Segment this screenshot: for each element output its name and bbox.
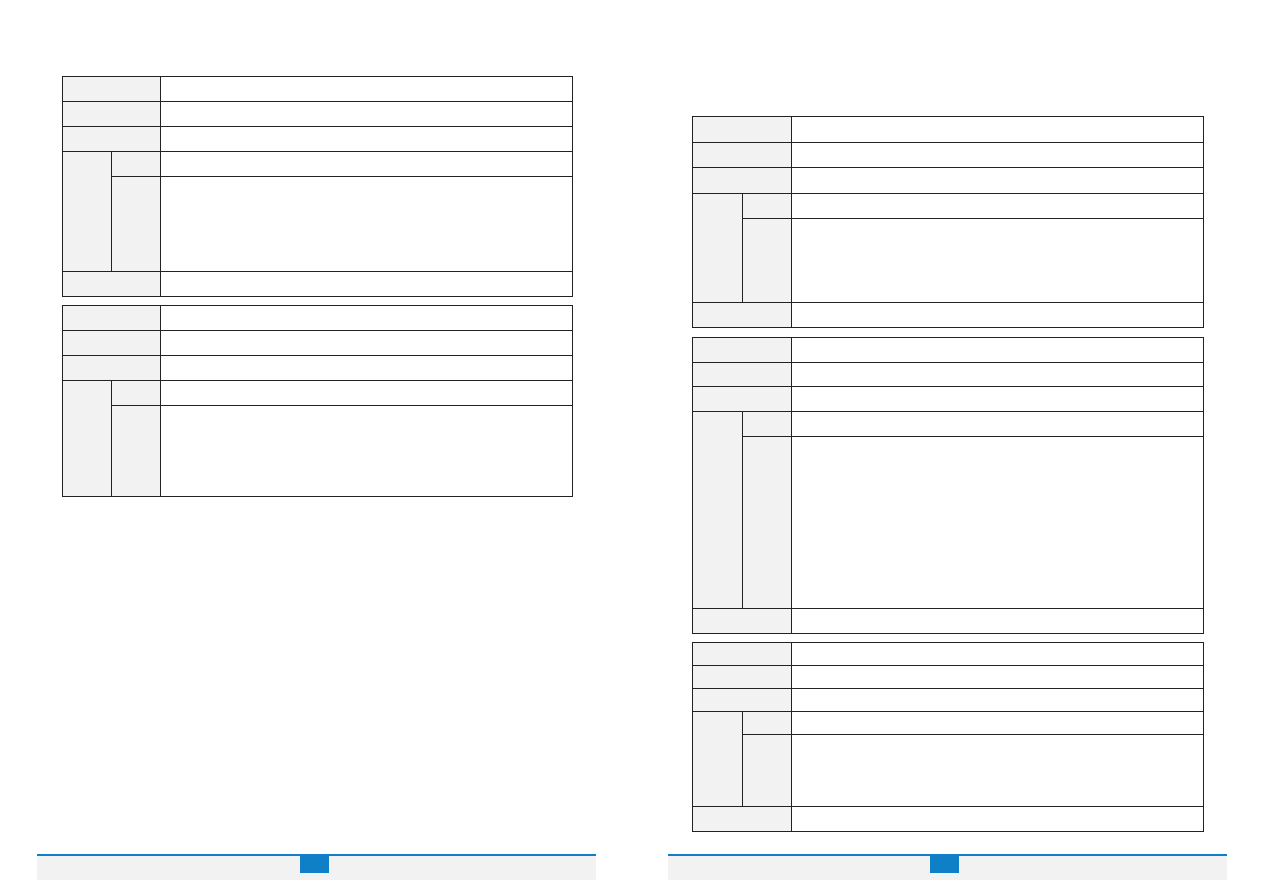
header-cell [693,117,792,143]
value-cell [161,272,572,296]
page-number-tab [930,854,959,873]
group-header-cell [63,152,112,272]
value-cell [161,356,572,381]
value-cell [161,152,572,177]
header-cell [693,168,792,194]
value-cell [161,406,572,496]
value-cell [792,609,1203,633]
value-cell [161,306,572,331]
page-footer [668,854,1227,880]
value-cell [161,381,572,406]
form-table-3 [692,116,1204,328]
header-cell [693,303,792,327]
value-cell [792,643,1203,666]
value-cell [792,735,1203,807]
value-cell [792,807,1203,831]
sub-header-cell [743,194,792,219]
value-cell [792,437,1203,609]
header-cell [63,127,161,152]
header-cell [693,143,792,168]
value-cell [792,412,1203,437]
value-cell [161,177,572,272]
header-cell [63,102,161,127]
value-cell [161,331,572,356]
header-cell [693,338,792,363]
page-footer [37,854,596,880]
header-cell [693,689,792,712]
value-cell [792,219,1203,303]
value-cell [792,689,1203,712]
value-cell [792,168,1203,194]
group-header-cell [63,381,112,496]
value-cell [792,303,1203,327]
header-cell [693,387,792,412]
left-page [37,76,596,880]
value-cell [792,387,1203,412]
value-cell [161,77,572,102]
sub-header-cell [743,437,792,609]
header-cell [63,356,161,381]
sub-header-cell [112,381,161,406]
group-header-cell [693,412,743,609]
sub-header-cell [743,712,792,735]
sub-header-cell [112,177,161,272]
header-cell [693,363,792,387]
value-cell [161,102,572,127]
header-cell [693,807,792,831]
header-cell [693,643,792,666]
value-cell [792,338,1203,363]
value-cell [792,712,1203,735]
sub-header-cell [112,152,161,177]
header-cell [693,666,792,689]
sub-header-cell [112,406,161,496]
value-cell [161,127,572,152]
value-cell [792,143,1203,168]
sub-header-cell [743,219,792,303]
sub-header-cell [743,735,792,807]
value-cell [792,363,1203,387]
group-header-cell [693,194,743,303]
header-cell [63,306,161,331]
page-number-tab [300,854,329,873]
header-cell [693,609,792,633]
right-page [631,0,1262,893]
form-table-1 [62,76,573,297]
header-cell [63,331,161,356]
header-cell [63,272,161,296]
value-cell [792,117,1203,143]
value-cell [792,666,1203,689]
form-table-5 [692,642,1204,832]
form-table-2 [62,305,573,497]
form-table-4 [692,337,1204,634]
header-cell [63,77,161,102]
group-header-cell [693,712,743,807]
value-cell [792,194,1203,219]
sub-header-cell [743,412,792,437]
